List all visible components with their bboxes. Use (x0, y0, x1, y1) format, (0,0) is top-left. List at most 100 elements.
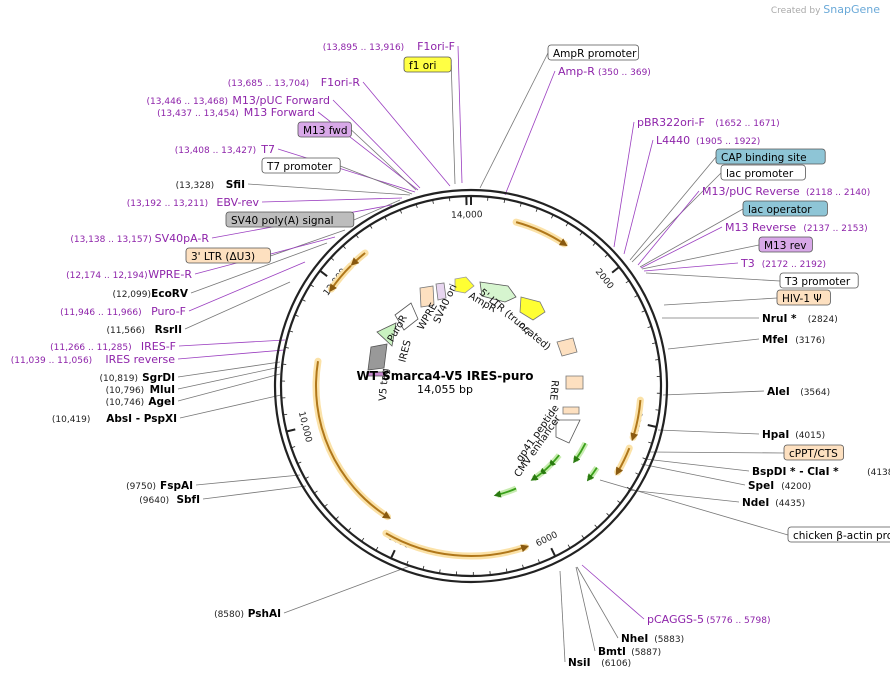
inner-feature-block (376, 322, 397, 347)
label-name: pBR322ori-F (637, 116, 705, 129)
label-cap-binding-site[interactable]: CAP binding site (715, 148, 826, 165)
label-pshai[interactable]: PshAI(8580) (214, 608, 281, 620)
leader-line (450, 64, 456, 185)
leader-line (576, 566, 619, 639)
label-f1ori-r[interactable]: F1ori-R(13,685 .. 13,704) (228, 76, 361, 89)
label-range: (11,566) (106, 326, 145, 336)
label-ires-reverse[interactable]: IRES reverse(11,039 .. 11,056) (11, 353, 175, 366)
label-sv40-polya[interactable]: SV40 poly(A) signal (225, 211, 355, 228)
label-rsrii[interactable]: RsrII(11,566) (106, 324, 182, 336)
label-fspai[interactable]: FspAI(9750) (126, 480, 193, 492)
orf-arrow (630, 400, 642, 442)
tick-mark (522, 564, 524, 569)
label-ires-f[interactable]: IRES-F(11,266 .. 11,285) (50, 340, 176, 353)
label-nrui[interactable]: NruI *(2824) (762, 313, 838, 325)
label-f1-ori[interactable]: f1 ori (403, 56, 452, 73)
tick-mark (439, 569, 441, 574)
tick-mark (301, 299, 306, 302)
feature-name: cPPT/CTS (789, 448, 838, 460)
label-m13-forward[interactable]: M13 Forward(13,437 .. 13,454) (157, 106, 315, 119)
label-amp-r[interactable]: Amp-R(350 .. 369) (558, 65, 651, 78)
label-spei[interactable]: SpeI(4200) (748, 480, 811, 492)
tick-label: 14,000 (451, 210, 483, 221)
label-nsii[interactable]: NsiI(6106) (568, 657, 631, 669)
label-m13-puc-forward[interactable]: M13/pUC Forward(13,446 .. 13,468) (147, 94, 330, 107)
label-f1ori-f[interactable]: F1ori-F(13,895 .. 13,916) (323, 40, 455, 53)
label-range: (11,039 .. 11,056) (11, 356, 92, 366)
leader-line (637, 190, 700, 266)
label-ampr-promoter[interactable]: AmpR promoter (547, 44, 639, 61)
label-ndei[interactable]: NdeI(4435) (742, 497, 805, 509)
leader-line (184, 281, 291, 330)
label-t7[interactable]: T7(13,408 .. 13,427) (175, 143, 275, 156)
label-range: (11,946 .. 11,966) (60, 308, 141, 318)
green-feature-arrow (493, 487, 517, 498)
label-puro-f[interactable]: Puro-F(11,946 .. 11,966) (60, 305, 186, 318)
orf-halo (512, 218, 568, 248)
tick-mark (626, 486, 631, 490)
label-range: (2172 .. 2192) (762, 260, 826, 270)
feature-name: CAP binding site (721, 152, 807, 164)
label-sv40pa-r[interactable]: SV40pA-R(13,138 .. 13,157) (70, 232, 209, 245)
label-mfei[interactable]: MfeI(3176) (762, 334, 825, 346)
label-absi-pspxi[interactable]: AbsI - PspXI(10,419) (52, 413, 177, 425)
inner-feature-block (367, 343, 388, 371)
tick-mark (399, 209, 402, 214)
label-lac-promoter[interactable]: lac promoter (720, 164, 806, 181)
label-m13-fwd[interactable]: M13 fwd (297, 121, 352, 138)
inner-feature-block (394, 302, 419, 331)
label-3ltr[interactable]: 3' LTR (ΔU3) (185, 247, 271, 264)
orf-arrow (385, 532, 530, 557)
label-bmti[interactable]: BmtI(5887) (598, 646, 661, 658)
label-range: (13,328) (176, 181, 215, 191)
leader-line (581, 564, 645, 620)
leader-line (177, 361, 281, 378)
label-t3-promoter[interactable]: T3 promoter (779, 272, 859, 289)
label-m13-puc-reverse[interactable]: M13/pUC Reverse(2118 .. 2140) (702, 185, 870, 198)
label-chicken-actin[interactable]: chicken β-actin promoter (787, 526, 890, 543)
label-nhei[interactable]: NheI(5883) (621, 633, 684, 645)
label-sbfi[interactable]: SbfI(9640) (139, 494, 200, 506)
tick-mark (432, 199, 434, 204)
label-cppt-cts[interactable]: cPPT/CTS (783, 444, 844, 461)
leader-line (332, 99, 421, 189)
label-alei[interactable]: AleI(3564) (767, 386, 830, 398)
label-t3[interactable]: T3(2172 .. 2192) (740, 257, 826, 270)
label-ebv-rev[interactable]: EBV-rev(13,192 .. 13,211) (127, 196, 260, 209)
label-name: EcoRV (151, 288, 189, 300)
label-pbr322ori-f[interactable]: pBR322ori-F(1652 .. 1671) (637, 116, 780, 129)
label-name: M13/pUC Forward (232, 94, 330, 107)
label-name: M13 Reverse (725, 221, 796, 234)
label-m13-reverse[interactable]: M13 Reverse(2137 .. 2153) (725, 221, 868, 234)
tick-mark (655, 409, 660, 411)
label-l4440[interactable]: L4440(1905 .. 1922) (656, 134, 760, 147)
tick-mark (606, 513, 610, 517)
label-mlui[interactable]: MluI(10,796) (106, 384, 175, 396)
label-wpre-r[interactable]: WPRE-R(12,174 .. 12,194) (66, 268, 192, 281)
feature-box (403, 56, 452, 73)
tick-mark (655, 359, 660, 361)
label-name: PshAI (248, 608, 281, 620)
orf-halo (312, 357, 391, 521)
label-range: (1905 .. 1922) (696, 137, 760, 147)
label-sgrdi[interactable]: SgrDI(10,819) (99, 372, 175, 384)
label-lac-operator[interactable]: lac operator (742, 200, 828, 217)
label-hiv1-psi[interactable]: HIV-1 Ψ (776, 289, 831, 306)
label-pcaggs-5[interactable]: pCAGGS-5(5776 .. 5798) (647, 613, 770, 626)
feature-labels: F1ori-F(13,895 .. 13,916) f1 oriF1ori-R(1… (11, 40, 890, 669)
tick-mark (565, 222, 569, 227)
label-sfii[interactable]: SfiI(13,328) (176, 179, 245, 191)
label-hpai[interactable]: HpaI(4015) (762, 429, 825, 441)
leader-line (190, 242, 328, 294)
label-name: Amp-R (558, 65, 595, 78)
label-bspdi-clai[interactable]: BspDI * - ClaI *(4138) (752, 466, 890, 478)
label-t7-promoter[interactable]: T7 promoter (261, 157, 341, 174)
inner-feature-block (435, 282, 447, 301)
green-feature-arrow (548, 454, 560, 468)
feature-name: SV40 poly(A) signal (231, 215, 334, 227)
tick-label: 2000 (593, 267, 615, 291)
label-m13-rev[interactable]: M13 rev (758, 236, 813, 253)
inner-feature-block (419, 285, 435, 308)
label-ecorv[interactable]: EcoRV(12,099) (112, 288, 188, 300)
label-agei[interactable]: AgeI(10,746) (106, 396, 175, 408)
